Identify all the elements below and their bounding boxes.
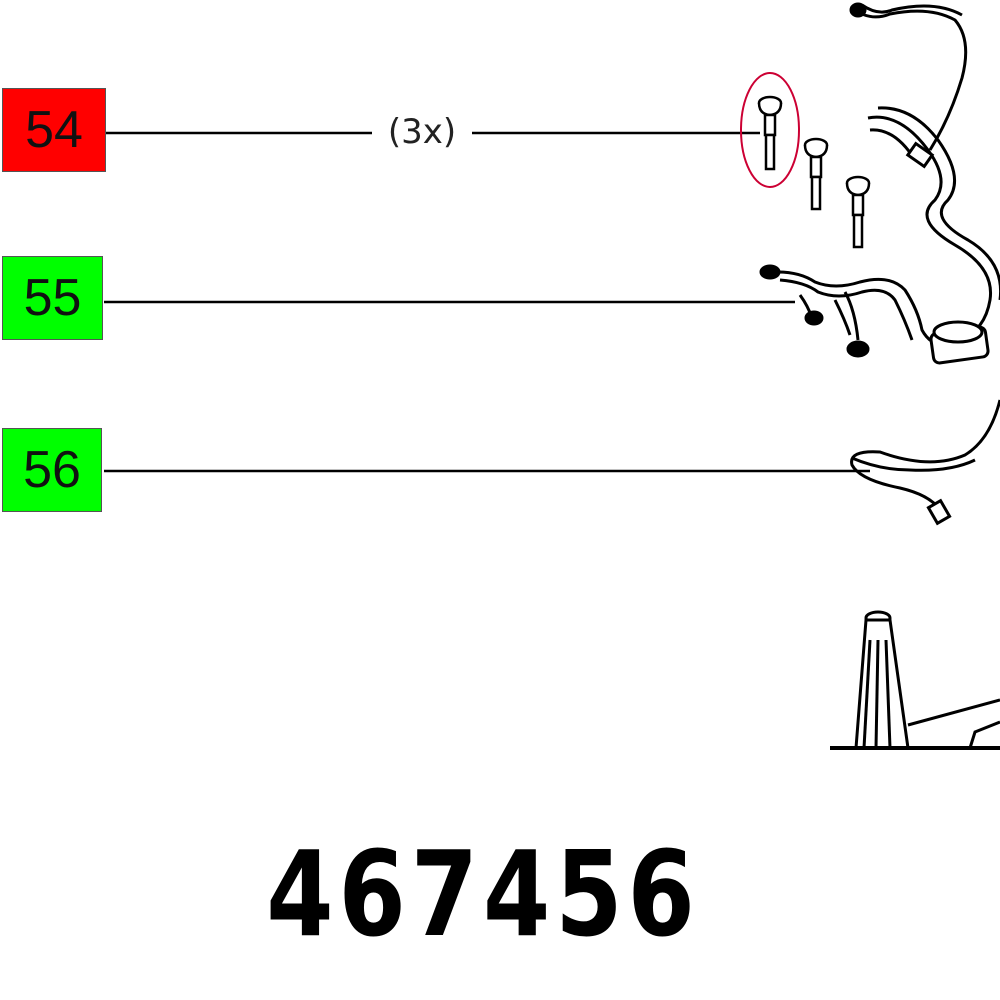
callout-54: 54	[2, 88, 106, 172]
highlight-ellipse	[740, 72, 800, 188]
post-assembly	[830, 610, 1000, 750]
cable-harness-part-55	[759, 264, 990, 365]
part-number: 467456	[266, 825, 700, 963]
callout-55: 55	[2, 256, 103, 340]
upper-cable	[849, 2, 1000, 342]
screw-part-54	[757, 95, 871, 249]
cable-part-56	[850, 399, 1000, 526]
quantity-note: (3x)	[372, 112, 472, 152]
callout-56: 56	[2, 428, 102, 512]
